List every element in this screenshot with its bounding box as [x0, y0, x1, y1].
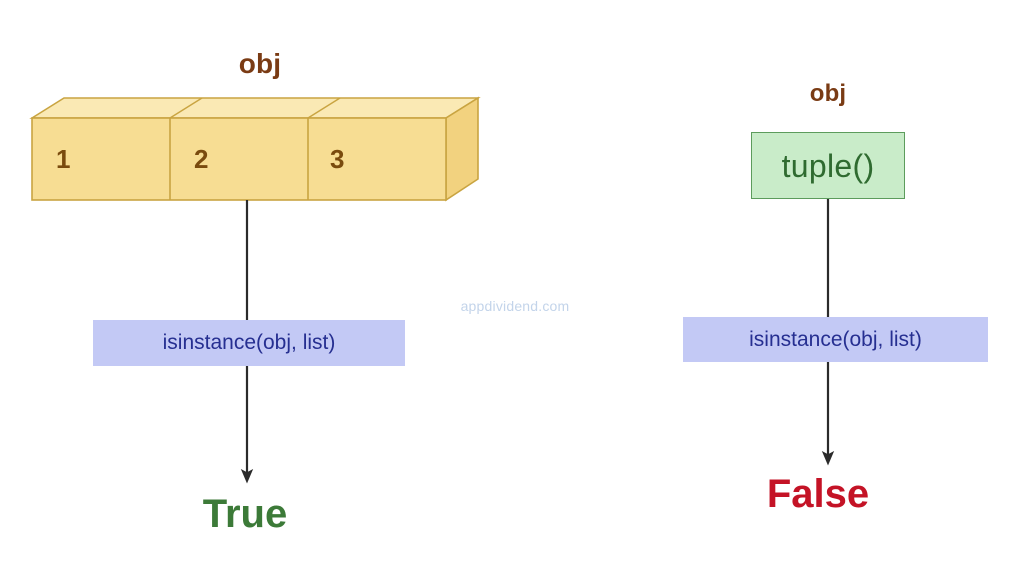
tuple-box-label: tuple()	[781, 147, 875, 184]
list-cell-value: 1	[56, 144, 71, 174]
list-cell-value: 3	[330, 144, 345, 174]
obj-title-left: obj	[238, 48, 282, 79]
result-true: True	[202, 492, 288, 536]
call-label-left: isinstance(obj, list)	[93, 320, 405, 366]
list-3d-box: 1 2 3	[28, 96, 488, 211]
call-label-left-text: isinstance(obj, list)	[162, 331, 336, 354]
obj-title-right: obj	[809, 80, 847, 107]
tuple-box: tuple()	[751, 132, 905, 199]
box-front-face	[31, 117, 447, 201]
list-3d-box-shape	[29, 96, 481, 202]
cell-divider-top-2	[307, 97, 341, 119]
call-label-right-text: isinstance(obj, list)	[749, 327, 922, 351]
list-cell-value: 2	[194, 144, 209, 174]
watermark: appdividend.com	[460, 298, 570, 314]
result-false: False	[766, 472, 870, 516]
box-top-face	[29, 97, 481, 119]
call-label-right: isinstance(obj, list)	[683, 317, 988, 362]
cell-divider-top-1	[169, 97, 203, 119]
